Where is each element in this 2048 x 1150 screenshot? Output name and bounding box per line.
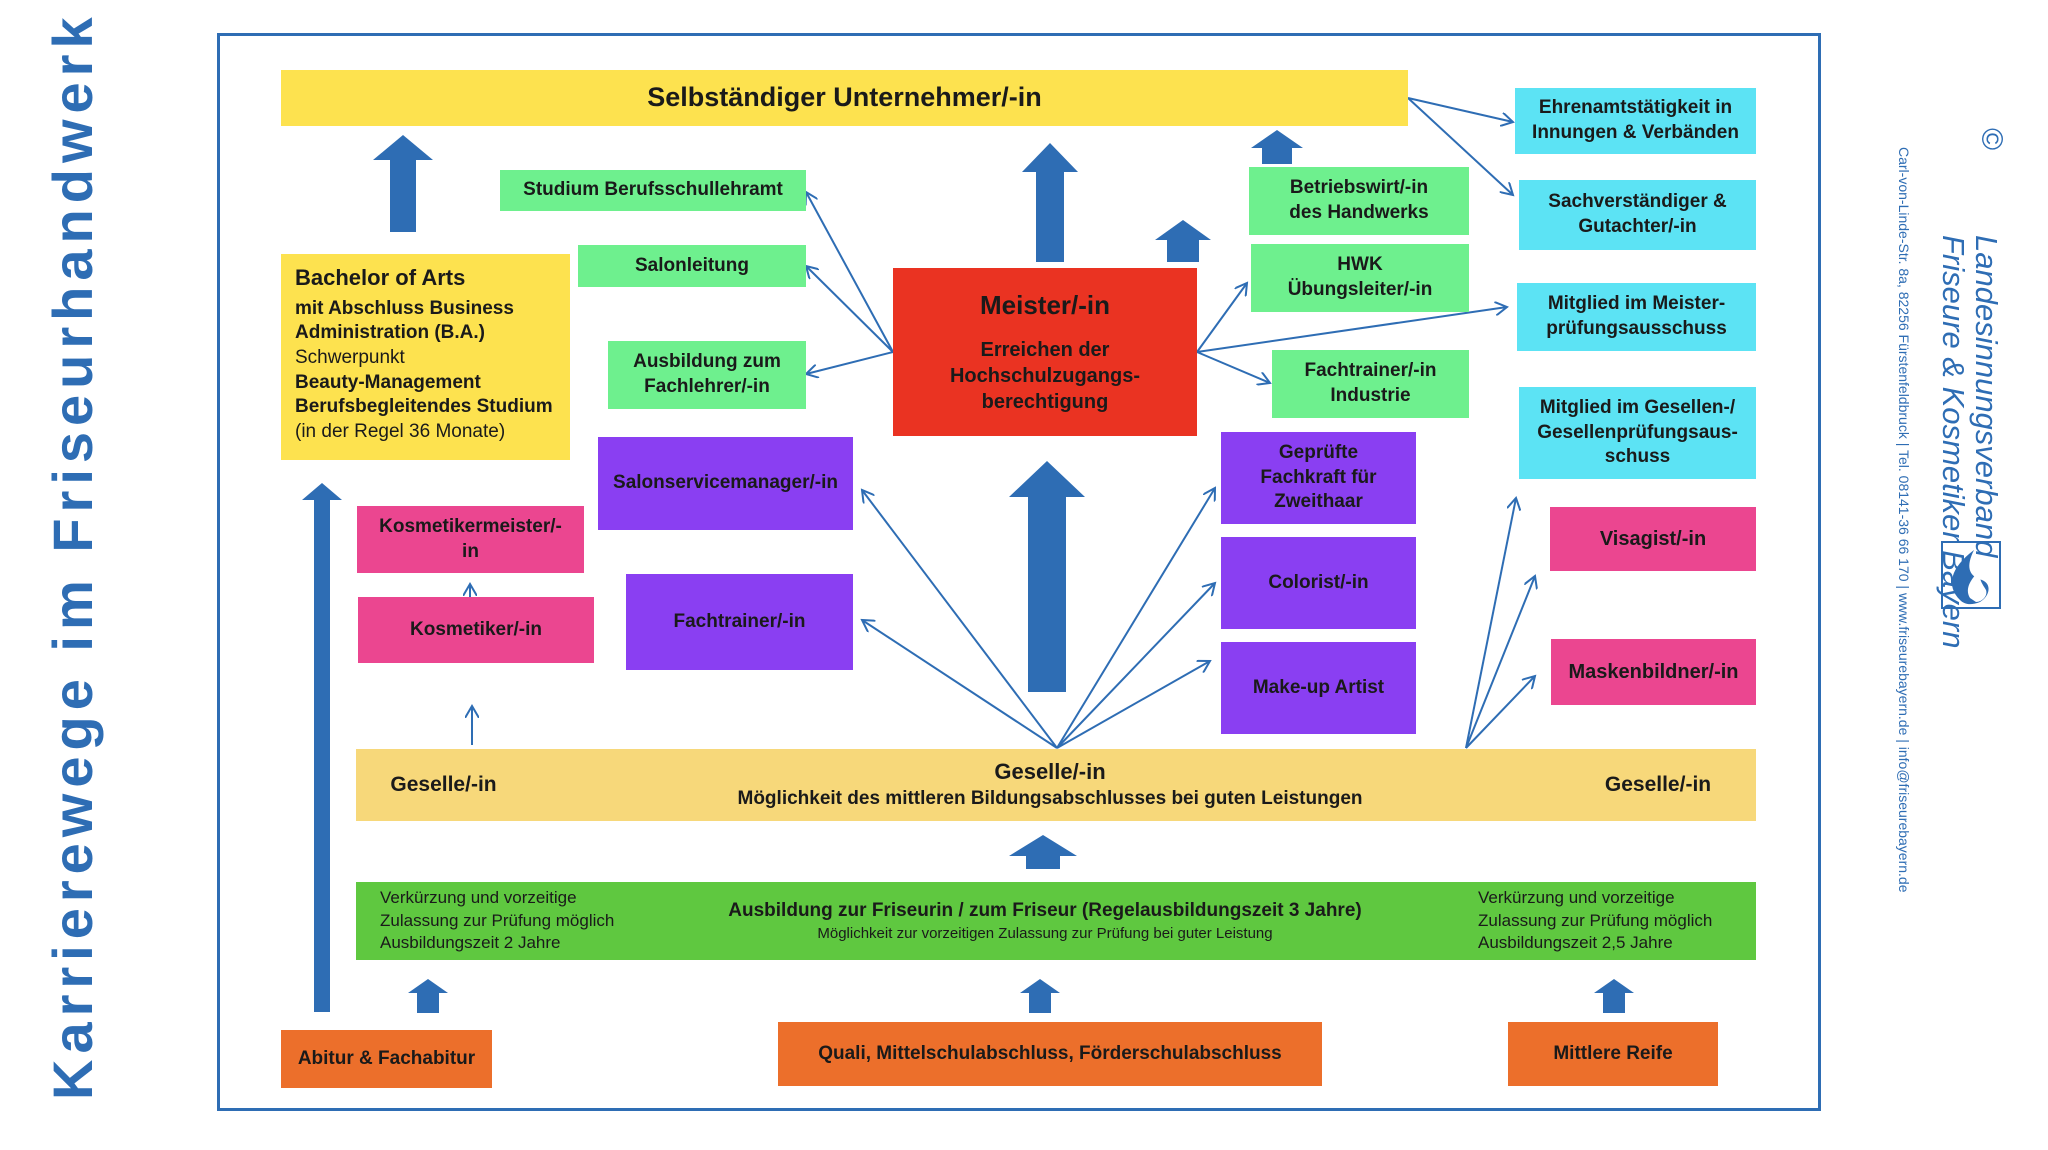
box-meister: Meister/-in Erreichen der Hochschulzugan…	[893, 268, 1197, 436]
maskenbildner-label: Maskenbildner/-in	[1568, 661, 1739, 683]
box-kosmetiker: Kosmetiker/-in	[358, 597, 594, 663]
kosmetikermeister-line1: Kosmetikermeister/-	[379, 515, 562, 537]
box-hwk-uebungsleiter: HWK Übungsleiter/-in	[1251, 244, 1469, 312]
kosmetikermeister-line2: in	[462, 540, 479, 562]
kosmetiker-label: Kosmetiker/-in	[410, 618, 542, 640]
box-zweithaar: Geprüfte Fachkraft für Zweithaar	[1221, 432, 1416, 524]
hwk-line1: HWK	[1337, 254, 1383, 276]
box-salonleitung: Salonleitung	[578, 245, 806, 287]
ausbildung-center-sub: Möglichkeit zur vorzeitigen Zulassung zu…	[817, 924, 1273, 942]
ausbildung-right-line1: Verkürzung und vorzeitige	[1478, 887, 1675, 907]
ausbildung-right: Verkürzung und vorzeitige Zulassung zur …	[1478, 884, 1748, 958]
address-line: Carl-von-Linde-Str. 8a, 82256 Fürstenfel…	[1896, 147, 1912, 893]
geselle-center-label: Geselle/-in	[994, 759, 1106, 785]
ehrenamt-line2: Innungen & Verbänden	[1532, 122, 1739, 143]
visagist-label: Visagist/-in	[1599, 528, 1707, 550]
box-betriebswirt: Betriebswirt/-in des Handwerks	[1249, 167, 1469, 235]
geselle-right: Geselle/-in	[1560, 749, 1756, 821]
ausbildung-left-line2: Zulassung zur Prüfung möglich	[380, 910, 615, 930]
geselle-left-label: Geselle/-in	[390, 773, 497, 797]
box-sachverstaendiger: Sachverständiger & Gutachter/-in	[1519, 180, 1756, 250]
ausbildung-center-label: Ausbildung zur Friseurin / zum Friseur (…	[728, 899, 1362, 921]
box-ehrenamt: Ehrenamtstätigkeit in Innungen & Verbänd…	[1515, 88, 1756, 154]
box-salonservicemanager: Salonservicemanager/-in	[598, 437, 853, 530]
box-fachtrainer-industrie: Fachtrainer/-in Industrie	[1272, 350, 1469, 418]
band-geselle	[356, 749, 1756, 821]
ausbildung-center: Ausbildung zur Friseurin / zum Friseur (…	[680, 884, 1410, 958]
salonleitung-label: Salonleitung	[635, 254, 749, 276]
sachverstaendiger-line2: Gutachter/-in	[1578, 216, 1697, 237]
zweithaar-line2: Fachkraft für	[1260, 466, 1377, 488]
ausbildung-left: Verkürzung und vorzeitige Zulassung zur …	[380, 884, 650, 958]
meister-pa-line1: Mitglied im Meister-	[1547, 293, 1726, 315]
abitur-label: Abitur & Fachabitur	[297, 1047, 476, 1069]
bachelor-line2: mit Abschluss Business	[295, 297, 514, 319]
box-quali: Quali, Mittelschulabschluss, Förderschul…	[778, 1022, 1322, 1086]
meister-pa-line2: prüfungsausschuss	[1546, 318, 1727, 339]
hwk-line2: Übungsleiter/-in	[1287, 279, 1433, 300]
box-visagist: Visagist/-in	[1550, 507, 1756, 571]
geselle-right-label: Geselle/-in	[1604, 773, 1712, 797]
bachelor-line4: Schwerpunkt	[295, 346, 405, 368]
box-unternehmer: Selbständiger Unternehmer/-in	[281, 70, 1408, 126]
meister-sub-line3: berechtigung	[981, 390, 1109, 413]
fachtrainer-label: Fachtrainer/-in	[673, 610, 806, 632]
bachelor-line5: Beauty-Management	[295, 371, 481, 393]
box-studium-berufsschullehramt: Studium Berufsschullehramt	[500, 170, 806, 211]
bachelor-title: Bachelor of Arts	[295, 265, 466, 290]
copyright-mark: ©	[1975, 128, 2008, 151]
ausbildung-right-line3: Ausbildungszeit 2,5 Jahre	[1478, 933, 1673, 953]
band-ausbildung	[356, 882, 1756, 960]
ausbildung-left-line1: Verkürzung und vorzeitige	[380, 887, 577, 907]
betriebswirt-line1: Betriebswirt/-in	[1289, 177, 1429, 199]
side-title: Karrierewege im Friseurhandwerk	[41, 11, 104, 1100]
box-fachtrainer: Fachtrainer/-in	[626, 574, 853, 670]
gesellen-pa-line2: Gesellenprüfungsaus-	[1537, 421, 1738, 443]
gesellen-pa-line3: schuss	[1604, 446, 1671, 468]
box-makeup-artist: Make-up Artist	[1221, 642, 1416, 734]
box-abitur: Abitur & Fachabitur	[281, 1030, 492, 1088]
ehrenamt-line1: Ehrenamtstätigkeit in	[1538, 97, 1733, 119]
mittlere-label: Mittlere Reife	[1553, 1042, 1673, 1064]
box-bachelor: Bachelor of Arts mit Abschluss Business …	[281, 254, 570, 460]
ausbildung-right-line2: Zulassung zur Prüfung möglich	[1478, 910, 1713, 930]
box-mittlere-reife: Mittlere Reife	[1508, 1022, 1718, 1086]
box-colorist: Colorist/-in	[1221, 537, 1416, 629]
geselle-center-sub: Möglichkeit des mittleren Bildungsabschl…	[737, 787, 1363, 809]
salonservice-label: Salonservicemanager/-in	[613, 472, 838, 494]
sachverstaendiger-line1: Sachverständiger &	[1548, 191, 1727, 213]
bachelor-line3: Administration (B.A.)	[295, 322, 485, 344]
zweithaar-line1: Geprüfte	[1278, 441, 1359, 463]
betriebswirt-line2: des Handwerks	[1289, 202, 1429, 223]
box-kosmetikermeister: Kosmetikermeister/- in	[357, 506, 584, 573]
box-meister-pruefungsausschuss: Mitglied im Meister- prüfungsausschuss	[1517, 283, 1756, 351]
meister-sub-line2: Hochschulzugangs-	[949, 364, 1140, 387]
bachelor-line7: (in der Regel 36 Monate)	[295, 421, 506, 443]
zweithaar-line3: Zweithaar	[1274, 491, 1363, 513]
box-gesellen-pruefungsausschuss: Mitglied im Gesellen-/ Gesellenprüfungsa…	[1519, 387, 1756, 479]
fachtrainer-ind-line1: Fachtrainer/-in	[1304, 360, 1437, 382]
unternehmer-label: Selbständiger Unternehmer/-in	[647, 82, 1042, 113]
fachlehrer-line2: Fachlehrer/-in	[644, 376, 770, 397]
bachelor-line6: Berufsbegleitendes Studium	[295, 396, 553, 418]
colorist-label: Colorist/-in	[1268, 571, 1369, 593]
makeup-label: Make-up Artist	[1252, 676, 1385, 698]
logo-icon	[1941, 541, 2001, 609]
geselle-left: Geselle/-in	[356, 749, 531, 821]
ausbildung-left-line3: Ausbildungszeit 2 Jahre	[380, 933, 561, 953]
geselle-center: Geselle/-in Möglichkeit des mittleren Bi…	[600, 749, 1500, 821]
meister-sub-line1: Erreichen der	[980, 338, 1110, 361]
box-fachlehrer: Ausbildung zum Fachlehrer/-in	[608, 341, 806, 409]
fachlehrer-line1: Ausbildung zum	[633, 351, 781, 373]
quali-label: Quali, Mittelschulabschluss, Förderschul…	[818, 1042, 1282, 1064]
box-maskenbildner: Maskenbildner/-in	[1551, 639, 1756, 705]
diagram-frame	[217, 33, 1821, 1111]
gesellen-pa-line1: Mitglied im Gesellen-/	[1539, 396, 1736, 418]
fachtrainer-ind-line2: Industrie	[1330, 385, 1411, 406]
studium-label: Studium Berufsschullehramt	[523, 179, 783, 201]
meister-title: Meister/-in	[979, 290, 1111, 321]
